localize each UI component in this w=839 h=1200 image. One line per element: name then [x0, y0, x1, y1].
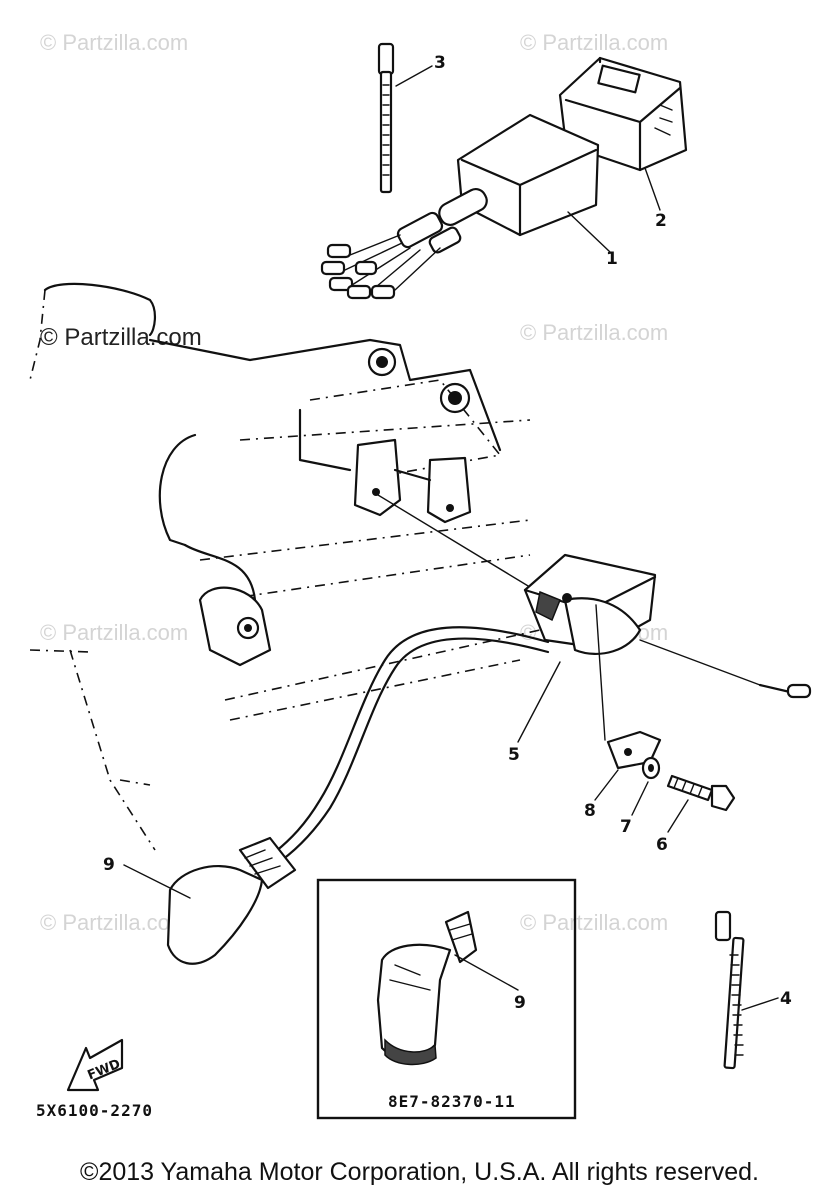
ignition-coil-part-5	[523, 553, 812, 699]
mount-leader	[377, 494, 549, 599]
callout-9-inset: 9	[514, 993, 526, 1013]
fwd-arrow: FWD	[66, 1038, 124, 1092]
leader-9-main	[123, 864, 191, 899]
callout-1: 1	[606, 249, 618, 269]
inset-part-number: 8E7-82370-11	[388, 1092, 516, 1111]
watermark: © Partzilla.com	[520, 30, 668, 55]
leader-3	[395, 65, 433, 87]
callout-5: 5	[508, 745, 520, 765]
leader-1	[567, 211, 611, 253]
callout-7: 7	[620, 817, 632, 837]
callout-2: 2	[655, 211, 667, 231]
inset-box	[316, 878, 577, 1120]
diagram-code: 5X6100-2270	[36, 1101, 153, 1120]
callout-6: 6	[656, 835, 668, 855]
watermark: © Partzilla.com	[40, 910, 188, 935]
bolt-part-6	[666, 774, 736, 812]
copyright-notice: ©2013 Yamaha Motor Corporation, U.S.A. A…	[80, 1158, 759, 1186]
cable-tie-part-3	[377, 42, 395, 194]
leader-4	[741, 997, 779, 1011]
watermark: © Partzilla.com	[520, 320, 668, 345]
leader-2	[644, 167, 661, 211]
leader-6	[667, 799, 689, 833]
plug-cap-part-9	[166, 836, 297, 965]
callout-8: 8	[584, 801, 596, 821]
callout-4: 4	[780, 989, 792, 1009]
washer-part-7	[641, 756, 661, 780]
callout-9-main: 9	[103, 855, 115, 875]
leader-9-inset	[454, 954, 519, 991]
plug-cable	[273, 626, 550, 854]
leader-5	[517, 661, 561, 743]
watermark-dark: © Partzilla.com	[40, 324, 202, 351]
callout-3: 3	[434, 53, 446, 73]
leader-7	[631, 781, 649, 816]
cable-tie-part-4	[714, 910, 745, 1070]
cdi-unit-part-1	[320, 113, 600, 300]
watermark: © Partzilla.com	[40, 620, 188, 645]
watermark: © Partzilla.com	[40, 30, 188, 55]
watermark: © Partzilla.com	[520, 910, 668, 935]
leader-8	[594, 769, 619, 801]
frame-outline	[29, 282, 541, 851]
bolt-leader	[595, 604, 606, 741]
